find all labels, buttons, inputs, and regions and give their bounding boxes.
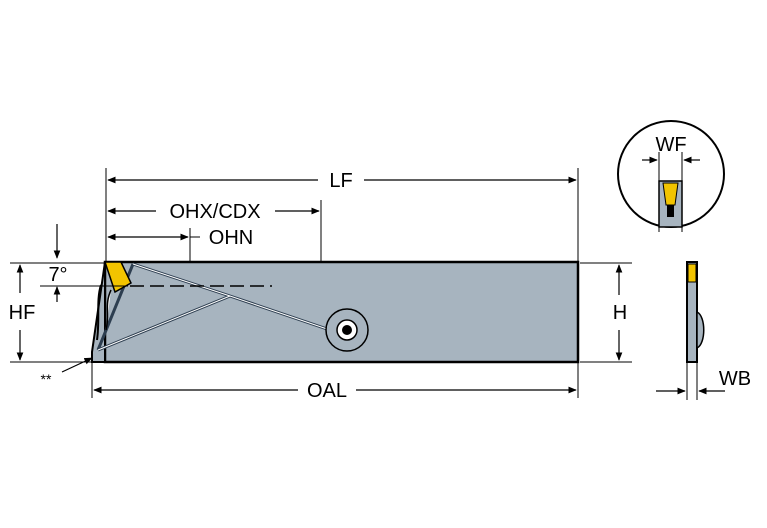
insert	[103, 261, 132, 294]
clamp-slot	[96, 284, 102, 341]
side-insert	[687, 263, 697, 283]
label-wb: WB	[719, 368, 751, 390]
label-hf: HF	[9, 302, 36, 324]
side-coolant-port	[696, 310, 705, 350]
label-ohn: OHN	[209, 227, 253, 249]
dim-angle: 7°	[40, 224, 128, 302]
label-oal: OAL	[307, 380, 347, 402]
dim-hf: HF	[9, 262, 104, 363]
dim-lf: LF	[105, 168, 579, 262]
label-lf: LF	[329, 170, 352, 192]
label-h: H	[613, 302, 627, 324]
dim-ohn: OHN	[107, 227, 253, 262]
label-ohx-cdx: OHX/CDX	[169, 201, 260, 223]
coolant-channels-highlight	[97, 263, 331, 351]
wf-insert-seat	[667, 205, 674, 217]
label-7deg: 7°	[48, 264, 67, 286]
dim-h: H	[580, 262, 632, 363]
wf-detail-view: WF	[617, 120, 725, 232]
dim-oal: OAL	[91, 362, 579, 402]
tool-body	[91, 260, 580, 364]
note-pointer: **	[41, 357, 93, 387]
side-view: WB	[656, 261, 751, 400]
coolant-port-icon	[325, 308, 369, 352]
clamp-spring	[105, 289, 112, 331]
label-wf: WF	[655, 134, 686, 156]
wf-insert	[662, 182, 679, 206]
label-double-star: **	[41, 371, 52, 387]
dim-ohx-cdx: OHX/CDX	[107, 200, 322, 262]
